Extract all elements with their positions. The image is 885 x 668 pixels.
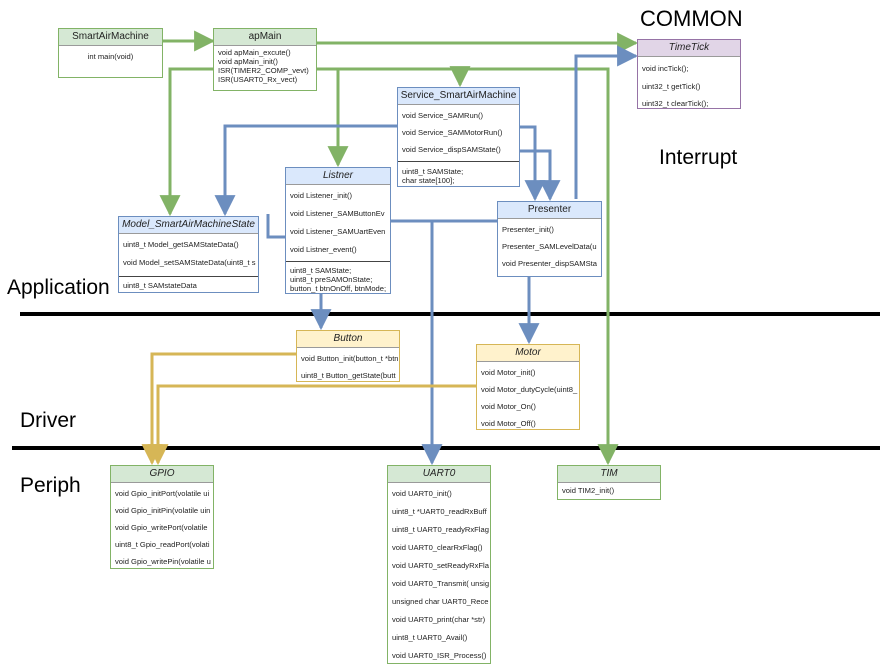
class-title: GPIO xyxy=(111,466,213,483)
method: uint8_t *UART0_readRxBuff xyxy=(392,507,487,516)
class-title: Presenter xyxy=(498,202,601,219)
method: void Gpio_initPort(volatile ui xyxy=(115,489,210,498)
method: unsigned char UART0_Rece xyxy=(392,597,489,606)
class-title: UART0 xyxy=(388,466,490,483)
class-title: SmartAirMachine xyxy=(59,29,162,46)
driver-label: Driver xyxy=(20,409,76,432)
edge-service-to-presenter xyxy=(519,125,546,202)
class-service-smartairmachine: Service_SmartAirMachine void Service_SAM… xyxy=(397,87,520,187)
attribute: uint8_t SAMState; xyxy=(290,266,352,275)
class-title: Service_SmartAirMachine xyxy=(398,88,519,105)
class-title: apMain xyxy=(214,29,316,46)
periph-label: Periph xyxy=(20,474,81,497)
class-title: Button xyxy=(297,331,399,348)
class-title: TIM xyxy=(558,466,660,483)
class-motor: Motor void Motor_init() void Motor_dutyC… xyxy=(476,344,580,430)
method: void Model_setSAMStateData(uint8_t s xyxy=(123,258,256,267)
method: void Listner_event() xyxy=(290,245,357,254)
edge-service-to-presenter-2 xyxy=(510,149,561,202)
method: void Service_SAMRun() xyxy=(402,111,484,120)
method: void Listener_SAMButtonEv xyxy=(290,209,385,218)
method: void Service_SAMMotorRun() xyxy=(402,128,503,137)
attribute: uint8_t SAMstateData xyxy=(123,281,197,290)
method: ISR(USART0_Rx_vect) xyxy=(218,75,298,84)
common-label: COMMON xyxy=(640,6,743,31)
class-title: TimeTick xyxy=(638,40,740,57)
class-timetick: TimeTick void incTick(); uint32_t getTic… xyxy=(637,39,741,109)
method: uint8_t Model_getSAMStateData() xyxy=(123,240,239,249)
method: void TIM2_init() xyxy=(562,486,615,495)
class-apmain: apMain void apMain_excute() void apMain_… xyxy=(213,28,317,91)
class-presenter: Presenter Presenter_init() Presenter_SAM… xyxy=(497,201,602,277)
method: uint8_t Button_getState(butt xyxy=(301,371,396,380)
method: void Motor_On() xyxy=(481,402,536,411)
attribute: uint8_t SAMState; xyxy=(402,167,464,176)
method: void Service_dispSAMState() xyxy=(402,145,501,154)
method: uint8_t Gpio_readPort(volati xyxy=(115,540,210,549)
class-tim: TIM void TIM2_init() xyxy=(557,465,661,500)
method: Presenter_init() xyxy=(502,225,554,234)
class-listner: Listner void Listener_init() void Listen… xyxy=(285,167,391,294)
class-uart0: UART0 void UART0_init() uint8_t *UART0_r… xyxy=(387,465,491,664)
attribute: char state[100]; xyxy=(402,176,455,185)
class-title: Motor xyxy=(477,345,579,362)
method: Presenter_SAMLevelData(u xyxy=(502,242,597,251)
method: void Motor_Off() xyxy=(481,419,536,428)
method: uint32_t getTick() xyxy=(642,82,701,91)
method: int main(void) xyxy=(87,52,134,61)
method: void Presenter_dispSAMSta xyxy=(502,259,597,268)
method: void UART0_clearRxFlag() xyxy=(392,543,483,552)
edge-button-to-gpio xyxy=(141,352,296,466)
method: void Button_init(button_t *btn xyxy=(301,354,399,363)
application-label: Application xyxy=(7,276,110,299)
method: void Listener_SAMUartEven xyxy=(290,227,386,236)
method: void Gpio_writePort(volatile xyxy=(115,523,208,532)
method: uint8_t UART0_Avail() xyxy=(392,633,468,642)
method: void UART0_print(char *str) xyxy=(392,615,486,624)
class-smartairmachine: SmartAirMachine int main(void) xyxy=(58,28,163,78)
method: uint32_t clearTick(); xyxy=(642,99,709,108)
edge-service-to-model xyxy=(214,124,398,217)
class-title: Model_SmartAirMachineState xyxy=(119,217,258,234)
method: void UART0_ISR_Process() xyxy=(392,651,487,660)
edge-presenter-to-timetick xyxy=(574,45,639,199)
method: void apMain_init() xyxy=(218,57,278,66)
method: void UART0_Transmit( unsig xyxy=(392,579,490,588)
attribute: uint8_t preSAMOnState; xyxy=(290,275,373,284)
method: void Motor_init() xyxy=(481,368,536,377)
class-title: Listner xyxy=(286,168,390,185)
method: void apMain_excute() xyxy=(218,48,291,57)
method: void Gpio_writePin(volatile u xyxy=(115,557,211,566)
method: ISR(TIMER2_COMP_vevt) xyxy=(218,66,309,75)
class-button: Button void Button_init(button_t *btn ui… xyxy=(296,330,400,382)
edge-apmain-to-tim xyxy=(460,67,619,466)
method: void Listener_init() xyxy=(290,191,353,200)
method: void UART0_setReadyRxFla xyxy=(392,561,489,570)
interrupt-label: Interrupt xyxy=(659,146,738,169)
method: void UART0_init() xyxy=(392,489,452,498)
method: void Gpio_initPin(volatile uin xyxy=(115,506,211,515)
method: void Motor_dutyCycle(uint8_ xyxy=(481,385,578,394)
attribute: button_t btnOnOff, btnMode; xyxy=(290,284,387,293)
class-gpio: GPIO void Gpio_initPort(volatile ui void… xyxy=(110,465,214,569)
edge-motor-to-gpio xyxy=(147,384,476,466)
method: uint8_t UART0_readyRxFlag xyxy=(392,525,489,534)
method: void incTick(); xyxy=(642,64,689,73)
class-model-smartairmachinestate: Model_SmartAirMachineState uint8_t Model… xyxy=(118,216,259,293)
